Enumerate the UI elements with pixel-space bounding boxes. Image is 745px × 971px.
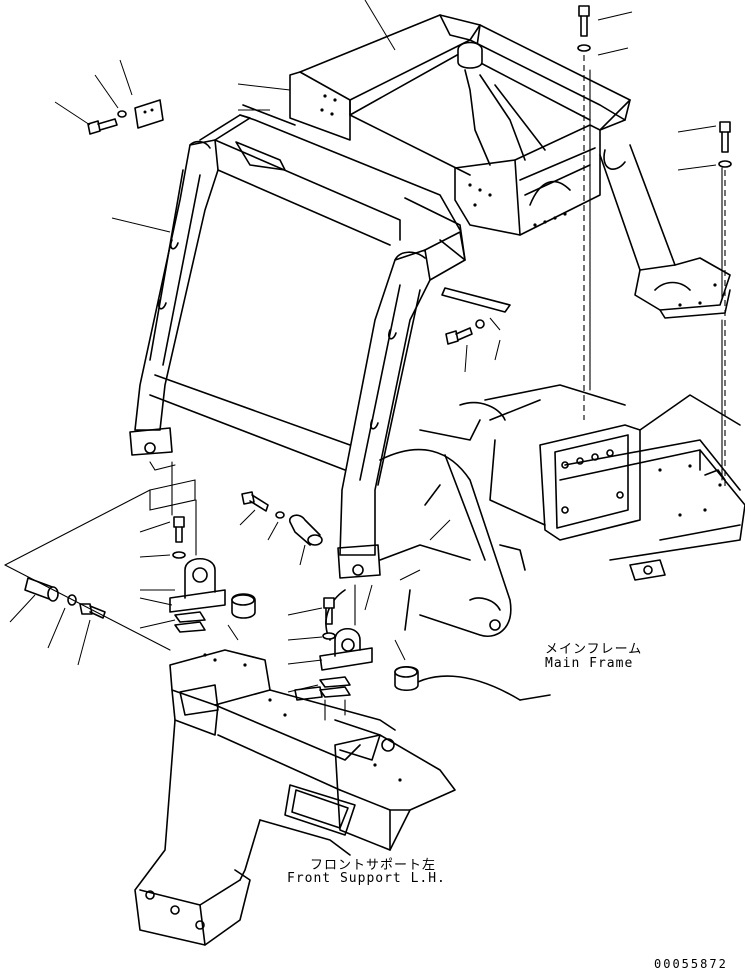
- main-frame-label-jp: メインフレーム: [545, 642, 643, 657]
- upper-roof-frame: [289, 14, 731, 319]
- shims: [174, 611, 351, 698]
- drawing-number: 00055872: [654, 957, 728, 971]
- front-support-label-en: Front Support L.H.: [287, 871, 446, 886]
- hardware: [24, 5, 732, 701]
- mount-bracket-left: [169, 557, 256, 619]
- leader-lines: [9, 0, 717, 693]
- front-support-label-jp: フロントサポート左: [310, 858, 437, 873]
- mount-bracket-right: [319, 627, 419, 692]
- front-support-lh: [134, 649, 456, 946]
- assembly-lines: [4, 55, 726, 721]
- main-frame: [325, 384, 745, 701]
- main-frame-label-en: Main Frame: [545, 656, 634, 671]
- front-rops-frame: [129, 104, 466, 579]
